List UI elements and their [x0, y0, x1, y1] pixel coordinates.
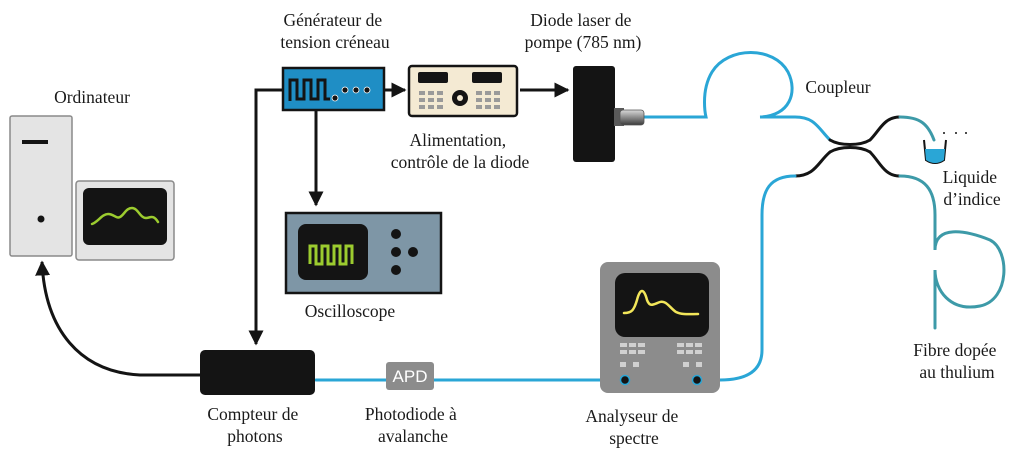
photon-counter: [200, 350, 315, 395]
label-computer: Ordinateur: [54, 87, 130, 107]
diagram-labels: Générateur de tension créneau Diode lase…: [54, 10, 1001, 448]
analyser-port-in: [691, 374, 703, 386]
label-laser-diode: Diode laser de pompe (785 nm): [525, 10, 642, 52]
pump-laser-diode: [573, 66, 645, 162]
arrow-generator-to-counter: [248, 88, 285, 346]
supply-button-grid-right: [476, 91, 500, 109]
analyser-keypad-left: [620, 343, 645, 367]
label-index-liquid: Liquide d’indice: [943, 167, 1002, 209]
analyser-screen: [615, 273, 709, 337]
arrow-counter-to-computer: [35, 260, 200, 377]
label-oscilloscope: Oscilloscope: [305, 301, 396, 321]
computer-drive-slot: [22, 140, 48, 144]
analyser-keypad-right: [677, 343, 702, 367]
laser-mount: [614, 108, 624, 126]
supply-knob-center: [457, 95, 463, 101]
coupler-core: [828, 138, 872, 154]
computer-tower: [9, 115, 73, 257]
pump-fiber: [640, 51, 832, 142]
label-apd-description: Photodiode à avalanche: [365, 404, 461, 446]
diode-power-supply: [407, 64, 519, 118]
computer-power-button: [37, 215, 45, 223]
supply-display-right: [472, 72, 502, 83]
optical-fibers: [314, 51, 1006, 382]
waveform-icon: [90, 206, 160, 226]
oscilloscope: [284, 211, 443, 295]
liquid-fill: [925, 149, 945, 163]
fiber-to-index-liquid: [898, 115, 936, 142]
laser-body: [573, 66, 615, 162]
label-photon-counter: Compteur de photons: [207, 404, 302, 446]
spectrum-peak-icon: [622, 289, 700, 316]
oscilloscope-knobs: [391, 229, 418, 275]
label-spectrum-analyser: Analyseur de spectre: [585, 406, 682, 448]
computer-screen: [83, 188, 167, 245]
computer: [9, 115, 175, 261]
supply-button-grid-left: [419, 91, 443, 109]
spectrum-analyser: [600, 262, 720, 393]
coupler-upper-right: [868, 115, 902, 142]
signal-arrows: [35, 82, 570, 377]
label-thulium-fiber: Fibre dopée au thulium: [913, 340, 1000, 382]
square-wave-icon: [288, 78, 330, 101]
supply-display-left: [418, 72, 448, 83]
apd-box: [386, 362, 434, 390]
label-power-supply: Alimentation, contrôle de la diode: [391, 130, 530, 172]
fiber-to-analyser: [696, 174, 797, 382]
label-generator: Générateur de tension créneau: [280, 10, 390, 52]
fiber-to-doped-fiber: [898, 174, 1006, 330]
square-wave-generator: [281, 66, 386, 112]
analyser-port-out: [619, 374, 631, 386]
apd-label: APD: [393, 367, 428, 386]
coupler-lower-right: [868, 150, 902, 178]
generator-knobs: [331, 86, 371, 102]
label-coupler: Coupleur: [805, 77, 870, 97]
apd: APD: [386, 362, 434, 390]
square-wave-icon: [308, 244, 354, 266]
laser-output-cap: [619, 109, 645, 126]
index-matching-liquid: [923, 132, 967, 164]
coupler-lower-left: [793, 150, 832, 178]
